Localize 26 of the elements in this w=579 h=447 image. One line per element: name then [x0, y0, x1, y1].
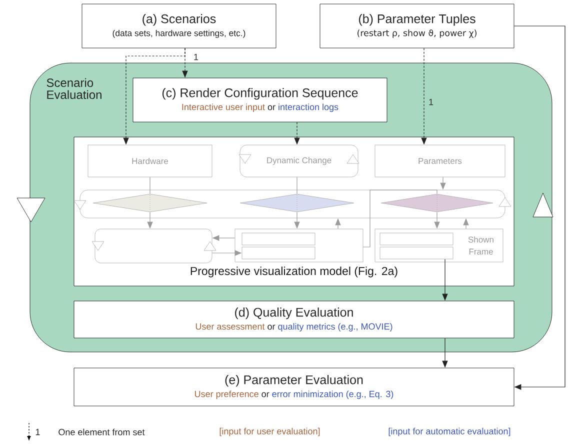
process-box: (e) Parameter Evaluation User preference or error minimization (e.g., Eq. 3)	[74, 368, 514, 406]
legend-number: 1	[36, 428, 40, 436]
frame-slot	[242, 246, 316, 260]
process-box: Hardware	[88, 144, 212, 178]
legend-note: [input for automatic evaluation]	[388, 428, 510, 436]
edge-label: 1	[194, 54, 198, 60]
process-box: (a) Scenarios (data sets, hardware settings, etc.)	[82, 4, 276, 48]
process-box: (b) Parameter Tuples (restart ρ, show ϑ, power χ)	[320, 4, 514, 48]
loop-band	[74, 190, 512, 218]
frame-slot	[380, 232, 454, 246]
process-box	[92, 228, 216, 264]
connector-line	[362, 190, 438, 248]
process-box: (c) Render Configuration Sequence Interactive user input or interaction logs	[132, 78, 388, 122]
process-box: (d) Quality Evaluation User assessment or quality metrics (e.g., MOVIE)	[74, 300, 514, 338]
connector-line	[296, 176, 298, 194]
legend-note: [input for user evaluation]	[220, 428, 320, 436]
process-box: Dynamic Change	[238, 144, 360, 178]
arrow	[514, 26, 566, 390]
decision-diamond	[92, 194, 208, 212]
decision-diamond	[240, 194, 354, 212]
process-box: Parameters	[374, 144, 506, 178]
legend-text: One element from set	[58, 428, 145, 436]
frame-slot	[242, 232, 316, 246]
frame-slot	[380, 246, 454, 260]
edge-label: 1	[429, 98, 434, 106]
decision-diamond	[380, 194, 494, 212]
